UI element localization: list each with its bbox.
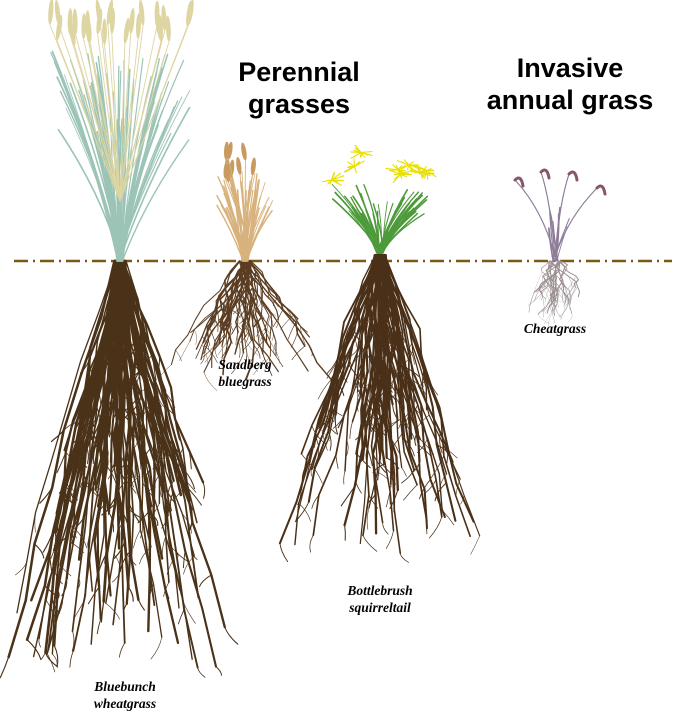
root-branch [0, 657, 8, 678]
bottlebrush-squirreltail-foliage [332, 184, 427, 253]
seed-head [569, 172, 577, 180]
bristle [361, 152, 373, 153]
cheatgrass-seedheads [515, 170, 605, 257]
cheatgrass-foliage [549, 208, 569, 262]
bottlebrush-squirreltail-label: Bottlebrush squirreltail [320, 582, 440, 616]
root-branch [225, 627, 238, 644]
bristle [355, 167, 357, 174]
root-branch [429, 517, 441, 538]
root-branch [119, 643, 124, 657]
root-branch [176, 350, 182, 361]
bluebunch-wheatgrass-label: Bluebunch wheatgrass [70, 678, 180, 712]
root-branch [46, 653, 58, 667]
root-branch [133, 530, 140, 548]
root-branch [310, 535, 313, 552]
root-branch [138, 600, 144, 610]
root-branch [315, 469, 323, 484]
seed-spike [235, 157, 242, 175]
sandberg-bluegrass-label: Sandberg bluegrass [190, 356, 300, 390]
seed-spike [55, 14, 64, 40]
seed-spike [81, 13, 86, 39]
seed-stalk [555, 188, 597, 257]
seed-stalk [515, 180, 555, 257]
seed-spike [102, 19, 107, 45]
root-branch [198, 668, 205, 678]
root-branch [106, 603, 120, 619]
root-branch [35, 544, 44, 558]
seed-head [597, 186, 605, 194]
root-branch [402, 468, 407, 477]
seed-spike [250, 157, 257, 175]
root-branch [54, 645, 58, 667]
root-branch [336, 455, 338, 468]
root-branch [101, 601, 103, 622]
root-branch [271, 328, 274, 341]
root-branch [203, 482, 205, 498]
root-branch [39, 639, 41, 648]
cheatgrass-roots [529, 261, 580, 326]
root-branch [97, 619, 101, 634]
root-branch [216, 667, 222, 676]
cheatgrass-plant [515, 170, 605, 326]
root-branch [529, 292, 534, 312]
perennial-grasses-heading: Perennial grasses [214, 56, 384, 120]
bristle [348, 162, 355, 167]
root-branch [383, 522, 389, 534]
root-branch [70, 651, 73, 667]
root-branch [35, 512, 36, 532]
root-branch [151, 637, 162, 659]
root-branch [299, 503, 311, 521]
root-branch [442, 510, 454, 525]
seed-spike [240, 142, 248, 161]
root-branch [194, 330, 196, 345]
root-branch [128, 587, 133, 601]
root-branch [400, 553, 408, 562]
bottlebrush-squirreltail-seedheads [322, 145, 436, 186]
root-branch [344, 471, 345, 484]
root-branch [345, 525, 346, 540]
root-branch [543, 296, 545, 317]
bristle [351, 152, 361, 158]
bluebunch-wheatgrass-foliage [51, 52, 190, 262]
root-branch [471, 536, 480, 555]
root-branch [560, 304, 569, 317]
seed-spike [47, 0, 54, 25]
root-branch [356, 482, 362, 493]
root-branch [217, 308, 219, 322]
seed-spike [165, 16, 171, 42]
root-branch [363, 535, 377, 551]
cheatgrass-label: Cheatgrass [500, 320, 610, 337]
root-branch [200, 575, 212, 587]
bottlebrush-squirreltail-roots [280, 255, 480, 563]
root-branch [47, 654, 55, 672]
root-branch [280, 543, 288, 561]
invasive-annual-grass-heading: Invasive annual grass [470, 52, 670, 116]
root-branch [178, 610, 184, 624]
root-branch [350, 422, 353, 439]
bottlebrush-squirreltail-plant [280, 145, 480, 563]
root-branch [404, 485, 418, 500]
bristle [354, 158, 355, 166]
bluebunch-wheatgrass-plant [0, 0, 238, 678]
root-branch [555, 307, 562, 319]
root-branch [563, 292, 564, 303]
